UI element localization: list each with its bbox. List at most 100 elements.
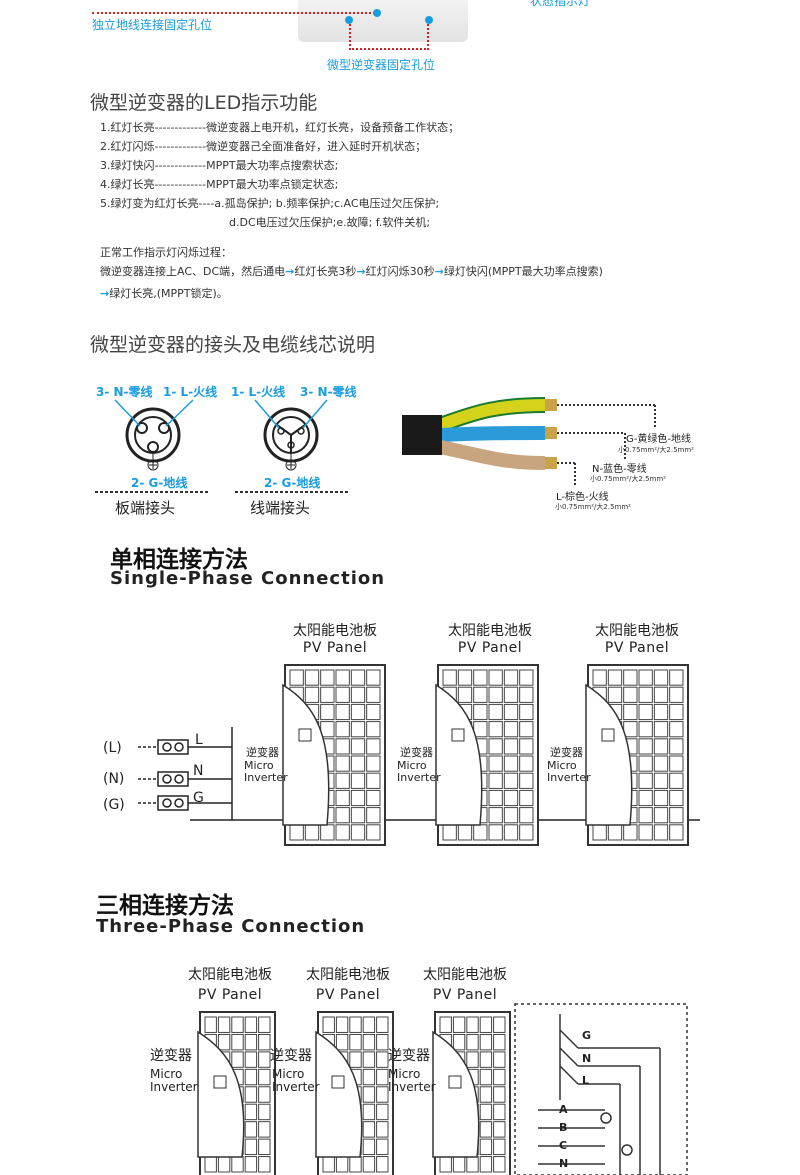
three-inverter-cn: 逆变器 [270, 1048, 312, 1064]
single-inverter-cn: 逆变器 [246, 746, 279, 759]
single-inverter-en2: Inverter [244, 771, 288, 784]
three-panel-title-en: PV Panel [315, 987, 381, 1003]
micro-inverter-icon [331, 1075, 345, 1089]
solar-cell [473, 703, 488, 721]
solar-cell [503, 738, 519, 755]
solar-cell [335, 686, 350, 703]
solar-cell [519, 789, 534, 807]
solar-cell [349, 1156, 362, 1173]
led-line: 4.绿灯长亮-------------MPPT最大功率点锁定状态; [100, 178, 339, 191]
board-l-label: 1- L-火线 [163, 385, 218, 399]
solar-cell [258, 1103, 271, 1121]
solar-cell [493, 1086, 506, 1103]
mount-hole-dot-left [345, 16, 353, 24]
solar-cell [231, 1051, 244, 1068]
solar-cell [452, 1156, 466, 1173]
three-panel-title-en: PV Panel [197, 987, 263, 1003]
solar-cell [638, 789, 653, 807]
single-phase-title-cn: 单相连接方法 [110, 547, 248, 573]
solar-cell [503, 686, 519, 703]
solar-cell [479, 1121, 493, 1138]
solar-cell [479, 1051, 493, 1068]
solar-cell [366, 789, 381, 807]
three-panel-title-en: PV Panel [432, 987, 498, 1003]
board-n-label: 3- N-零线 [96, 385, 153, 399]
single-inverter-en1: Micro [547, 759, 577, 772]
solar-cell [366, 755, 381, 772]
step-power-on: 微逆变器连接上AC、DC端，然后通电 [100, 265, 286, 278]
solar-cell [335, 755, 350, 772]
single-row-paren-g: (G) [103, 797, 125, 813]
solar-cell [366, 686, 381, 703]
solar-cell [452, 1016, 466, 1033]
board-connector-icon [95, 399, 210, 493]
solar-cell [503, 807, 519, 824]
flow-arrow: → [434, 265, 444, 278]
solar-cell [638, 669, 653, 686]
three-inverter-en1: Micro [272, 1067, 305, 1081]
live-wire-label: L-棕色-火线 [556, 492, 609, 503]
step-red-on: 红灯长亮3秒 [294, 265, 357, 278]
solar-cell [376, 1033, 389, 1051]
mount-hole-bracket [349, 20, 429, 50]
solar-cell [466, 1156, 479, 1173]
single-phase-diagram [138, 664, 700, 846]
solar-cell [452, 1033, 466, 1051]
solar-cell [623, 669, 638, 686]
solar-cell [362, 1033, 376, 1051]
single-row-tag-l: L [195, 732, 203, 748]
solar-cell [366, 807, 381, 824]
solar-cell [376, 1156, 389, 1173]
solar-cell [349, 1051, 362, 1068]
step-red-flash: 红灯闪烁30秒 [365, 265, 435, 278]
solar-cell [653, 807, 669, 824]
three-panel-title-cn: 太阳能电池板 [306, 967, 390, 983]
solar-cell [204, 1016, 217, 1033]
solar-cell [519, 703, 534, 721]
distribution-box [514, 1003, 688, 1175]
solar-cell [638, 703, 653, 721]
bus-label-n2: N [559, 1157, 569, 1170]
connector-drawings [95, 399, 350, 493]
solar-cell [638, 807, 653, 824]
solar-cell [473, 824, 488, 841]
solar-cell [335, 703, 350, 721]
solar-cell [376, 1103, 389, 1121]
single-panel-title-cn: 太阳能电池板 [448, 623, 532, 639]
solar-cell [669, 738, 684, 755]
solar-cell [503, 703, 519, 721]
three-inverter-en2: Inverter [150, 1080, 198, 1094]
status-led-caption: 状态指示灯 [530, 0, 591, 8]
single-row-tag-g: G [193, 790, 204, 806]
solar-cell [244, 1068, 258, 1086]
micro-inverter-icon [213, 1075, 227, 1089]
solar-cell [335, 807, 350, 824]
solar-cell [362, 1016, 376, 1033]
ground-wire-label: G-黄绿色-地线 [626, 434, 691, 445]
bus-label-a: A [559, 1103, 568, 1116]
three-panel-title-cn: 太阳能电池板 [188, 967, 272, 983]
solar-cell [335, 772, 350, 789]
solar-cell [623, 824, 638, 841]
solar-cell [519, 807, 534, 824]
flow-arrow: → [356, 265, 366, 278]
solar-cell [607, 824, 623, 841]
led-section-title: 微型逆变器的LED指示功能 [90, 92, 318, 114]
solar-cell [638, 824, 653, 841]
single-phase-title-en: Single-Phase Connection [110, 568, 386, 589]
solar-cell [479, 1068, 493, 1086]
solar-cell [488, 669, 503, 686]
micro-inverter-icon [451, 728, 465, 742]
step-green-on: 绿灯长亮,(MPPT锁定)。 [109, 287, 228, 300]
solar-cell [493, 1068, 506, 1086]
solar-cell [335, 789, 350, 807]
single-row-paren-l: (L) [103, 740, 122, 756]
solar-cell [638, 738, 653, 755]
solar-cell [335, 1033, 349, 1051]
three-inverter-cn: 逆变器 [388, 1048, 430, 1064]
single-panel-title-cn: 太阳能电池板 [595, 623, 679, 639]
solar-cell [479, 1086, 493, 1103]
solar-cell [289, 824, 304, 841]
line-n-label: 3- N-零线 [300, 385, 357, 399]
solar-cell [366, 824, 381, 841]
